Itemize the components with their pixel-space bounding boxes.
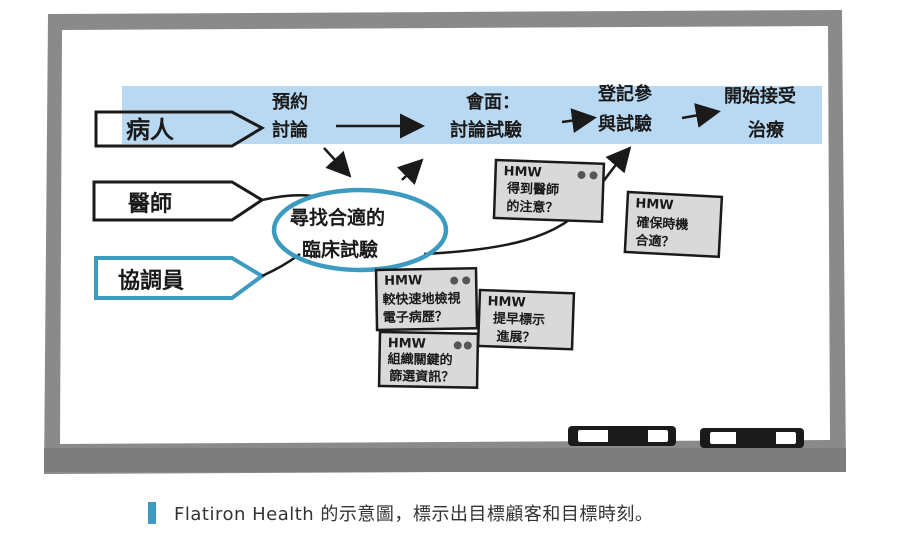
hmw-note-line2: 電子病歷？ — [383, 309, 448, 326]
step4-line1: 開始接受 — [724, 85, 796, 107]
hmw-note: HMW 得到醫師 的注意？ — [492, 158, 606, 224]
marker-left — [568, 426, 676, 446]
step3-line1: 登記參 — [597, 83, 653, 105]
hmw-note-line1: 較快速地檢視 — [382, 291, 460, 308]
actor-patient-shape — [94, 110, 266, 148]
arrow-center-to-step2 — [397, 158, 424, 185]
step3-line2: 與試驗 — [598, 113, 652, 135]
hmw-note-tag: HMW — [635, 196, 674, 213]
actor-doctor-label: 醫師 — [128, 191, 172, 217]
hmw-note-line2: 篩選資訊？ — [389, 368, 454, 385]
hmw-note-tag: HMW — [388, 336, 426, 352]
figure-caption: Flatiron Health 的示意圖，標示出目標顧客和目標時刻。 — [148, 500, 653, 526]
arrow-step2-step3 — [561, 108, 597, 134]
hmw-note-tag: HMW — [503, 164, 542, 180]
step1-line1: 預約 — [272, 91, 308, 113]
hmw-note-line1: 得到醫師 — [506, 180, 560, 198]
hmw-note-line2: 合適？ — [635, 232, 675, 250]
caption-text: Flatiron Health 的示意圖，標示出目標顧客和目標時刻。 — [174, 504, 654, 525]
hmw-note-line2: 的注意？ — [506, 198, 559, 216]
center-node-circle — [271, 187, 449, 273]
center-node-line2: 臨床試驗 — [302, 238, 378, 261]
hmw-note: HMW 確保時機 合適？ — [623, 190, 724, 259]
hmw-note-line2: 進展？ — [496, 329, 536, 346]
step4-line2: 治療 — [748, 119, 785, 141]
hmw-note-line1: 組織關鍵的 — [387, 351, 452, 368]
hmw-note-line1: 提早標示 — [493, 310, 546, 328]
actor-doctor-shape — [92, 180, 265, 222]
hmw-note-tag: HMW — [384, 273, 422, 289]
doctor-connector — [261, 193, 313, 202]
hmw-note: HMW 較快速地檢視 電子病歷？ — [374, 266, 479, 332]
step1-line2: 討論 — [272, 119, 309, 141]
caption-accent-bar — [148, 502, 156, 524]
step2-line2: 討論試驗 — [450, 119, 522, 141]
arrow-step3-step4 — [681, 103, 721, 128]
hmw-note-tag: HMW — [487, 294, 526, 310]
whiteboard-diagram: 病人 醫師 協調員 預約 討論 會面： 討論試驗 登記參 與試驗 開始接受 治療… — [44, 10, 846, 474]
hmw-note: HMW 提早標示 進展？ — [476, 288, 576, 351]
actor-coordinator-shape — [94, 256, 266, 300]
actor-coordinator-label: 協調員 — [118, 268, 184, 294]
hmw-note: HMW 組織關鍵的 篩選資訊？ — [377, 330, 480, 389]
step2-line1: 會面： — [466, 91, 520, 113]
center-node-line1: 尋找合適的 — [290, 206, 385, 229]
whiteboard-tray — [44, 448, 846, 472]
arrow-step1-to-center — [323, 147, 352, 178]
actor-patient-label: 病人 — [126, 116, 174, 144]
hmw-note-line1: 確保時機 — [636, 214, 689, 233]
marker-right — [700, 428, 804, 448]
